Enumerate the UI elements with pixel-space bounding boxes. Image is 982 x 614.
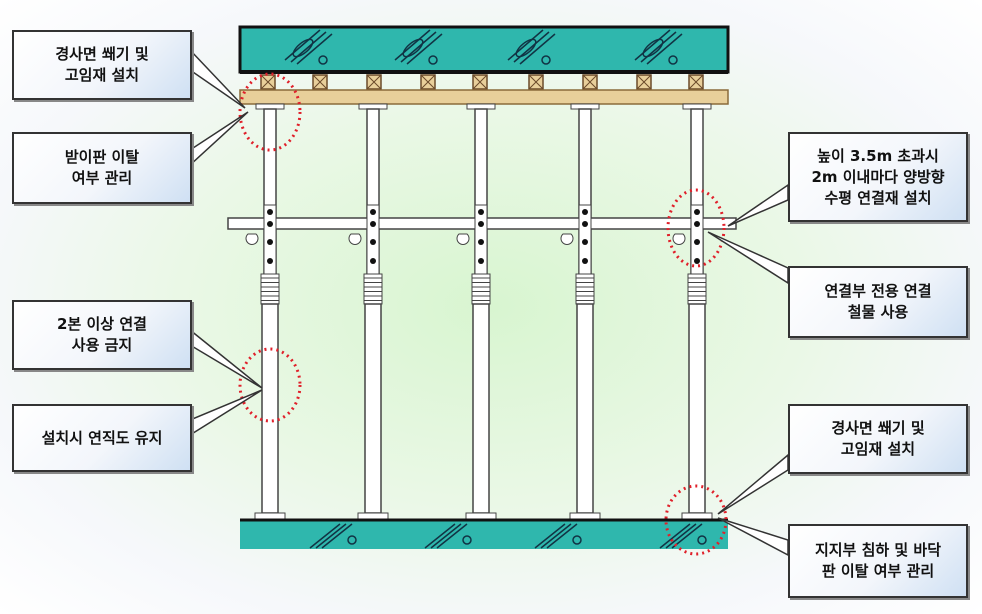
marker-circle	[238, 347, 302, 423]
callout-pointer	[727, 183, 789, 227]
callout-bearing-plate: 받이판 이탈 여부 관리	[12, 132, 192, 204]
rebar-loop	[318, 55, 328, 65]
callout-text: 받이판 이탈	[64, 148, 140, 166]
callout-pointer	[717, 517, 789, 557]
callout-no-double-connect: 2본 이상 연결 사용 금지	[12, 300, 192, 370]
pin-hole	[582, 209, 588, 215]
callout-text: 고임재 설치	[840, 440, 916, 458]
callout-text: 경사면 쐐기 및	[55, 45, 149, 63]
pin-hole	[582, 258, 588, 264]
clamp-icon	[456, 233, 470, 245]
joist-cross	[420, 74, 436, 90]
clamp-icon	[560, 233, 574, 245]
pin-hole	[370, 221, 376, 227]
joist-cross	[472, 74, 488, 90]
callout-text: 2m 이내마다 양방향	[811, 167, 945, 186]
callout-pointer	[717, 453, 789, 515]
rebar-loop	[572, 535, 582, 545]
joist-cross	[582, 74, 598, 90]
joist-cross	[636, 74, 652, 90]
rebar-loop	[292, 38, 314, 58]
callout-pointer	[189, 111, 249, 167]
clamp-icon	[245, 233, 259, 245]
pin-hole	[694, 221, 700, 227]
rebar-loop	[462, 535, 472, 545]
callout-bottom-wedge: 경사면 쐐기 및 고임재 설치	[788, 404, 968, 474]
callout-text: 여부 관리	[71, 169, 133, 187]
pin-hole	[478, 221, 484, 227]
marker-circle	[666, 188, 726, 268]
callout-text: 높이 3.5m 초과시	[817, 146, 939, 165]
callout-text: 사용 금지	[71, 336, 133, 354]
rebar-loop	[642, 38, 664, 58]
pin-hole	[370, 209, 376, 215]
clamp-icon	[348, 233, 362, 245]
joist-cross	[366, 74, 382, 90]
outer-pipe	[688, 303, 706, 514]
outer-pipe	[576, 303, 594, 514]
rebar-mark	[424, 523, 468, 549]
callout-pointer	[189, 48, 246, 109]
callout-text: 경사면 쐐기 및	[831, 419, 925, 437]
pin-hole	[370, 239, 376, 245]
pin-hole	[370, 258, 376, 264]
callout-text: 지지부 침하 및 바닥	[814, 541, 942, 559]
pin-hole	[694, 258, 700, 264]
callout-text: 2본 이상 연결	[57, 315, 147, 333]
rebar-mark	[659, 523, 703, 549]
rebar-loop	[428, 55, 438, 65]
callout-text: 고임재 설치	[64, 66, 140, 84]
rebar-mark	[309, 523, 353, 549]
callout-top-left-wedge: 경사면 쐐기 및 고임재 설치	[12, 30, 192, 100]
callout-connector: 연결부 전용 연결 철물 사용	[788, 266, 968, 338]
pin-hole	[267, 209, 273, 215]
callout-text: 철물 사용	[847, 303, 909, 321]
callout-horizontal-tie: 높이 3.5m 초과시 2m 이내마다 양방향 수평 연결재 설치	[788, 132, 968, 222]
pin-hole	[267, 258, 273, 264]
joist-cross	[528, 74, 544, 90]
pin-hole	[478, 239, 484, 245]
rebar-mark	[534, 523, 578, 549]
joist-cross	[688, 74, 704, 90]
outer-pipe	[261, 303, 279, 514]
outer-pipe	[472, 303, 490, 514]
timber-beam	[239, 89, 729, 105]
callout-text: 판 이탈 여부 관리	[821, 562, 935, 580]
rebar-loop	[515, 38, 537, 58]
pin-hole	[478, 258, 484, 264]
pin-hole	[582, 239, 588, 245]
callout-plumb: 설치시 연직도 유지	[12, 404, 192, 472]
rebar-loop	[668, 55, 678, 65]
pin-hole	[267, 221, 273, 227]
clamp-icon	[672, 233, 686, 245]
joist-cross	[312, 74, 328, 90]
callout-text: 수평 연결재 설치	[824, 188, 932, 207]
rebar-loop	[541, 55, 551, 65]
rebar-loop	[402, 38, 424, 58]
callout-text: 설치시 연직도 유지	[41, 428, 163, 447]
pin-hole	[694, 239, 700, 245]
pin-hole	[694, 209, 700, 215]
callout-text: 연결부 전용 연결	[824, 282, 932, 300]
pin-hole	[582, 221, 588, 227]
rebar-loop	[697, 535, 707, 545]
pin-hole	[267, 239, 273, 245]
callout-pointer	[707, 231, 789, 285]
joist-cross	[260, 74, 276, 90]
callout-support: 지지부 침하 및 바닥 판 이탈 여부 관리	[788, 524, 968, 598]
rebar-loop	[347, 535, 357, 545]
outer-pipe	[364, 303, 382, 514]
pin-hole	[478, 209, 484, 215]
marker-circle	[238, 72, 302, 152]
